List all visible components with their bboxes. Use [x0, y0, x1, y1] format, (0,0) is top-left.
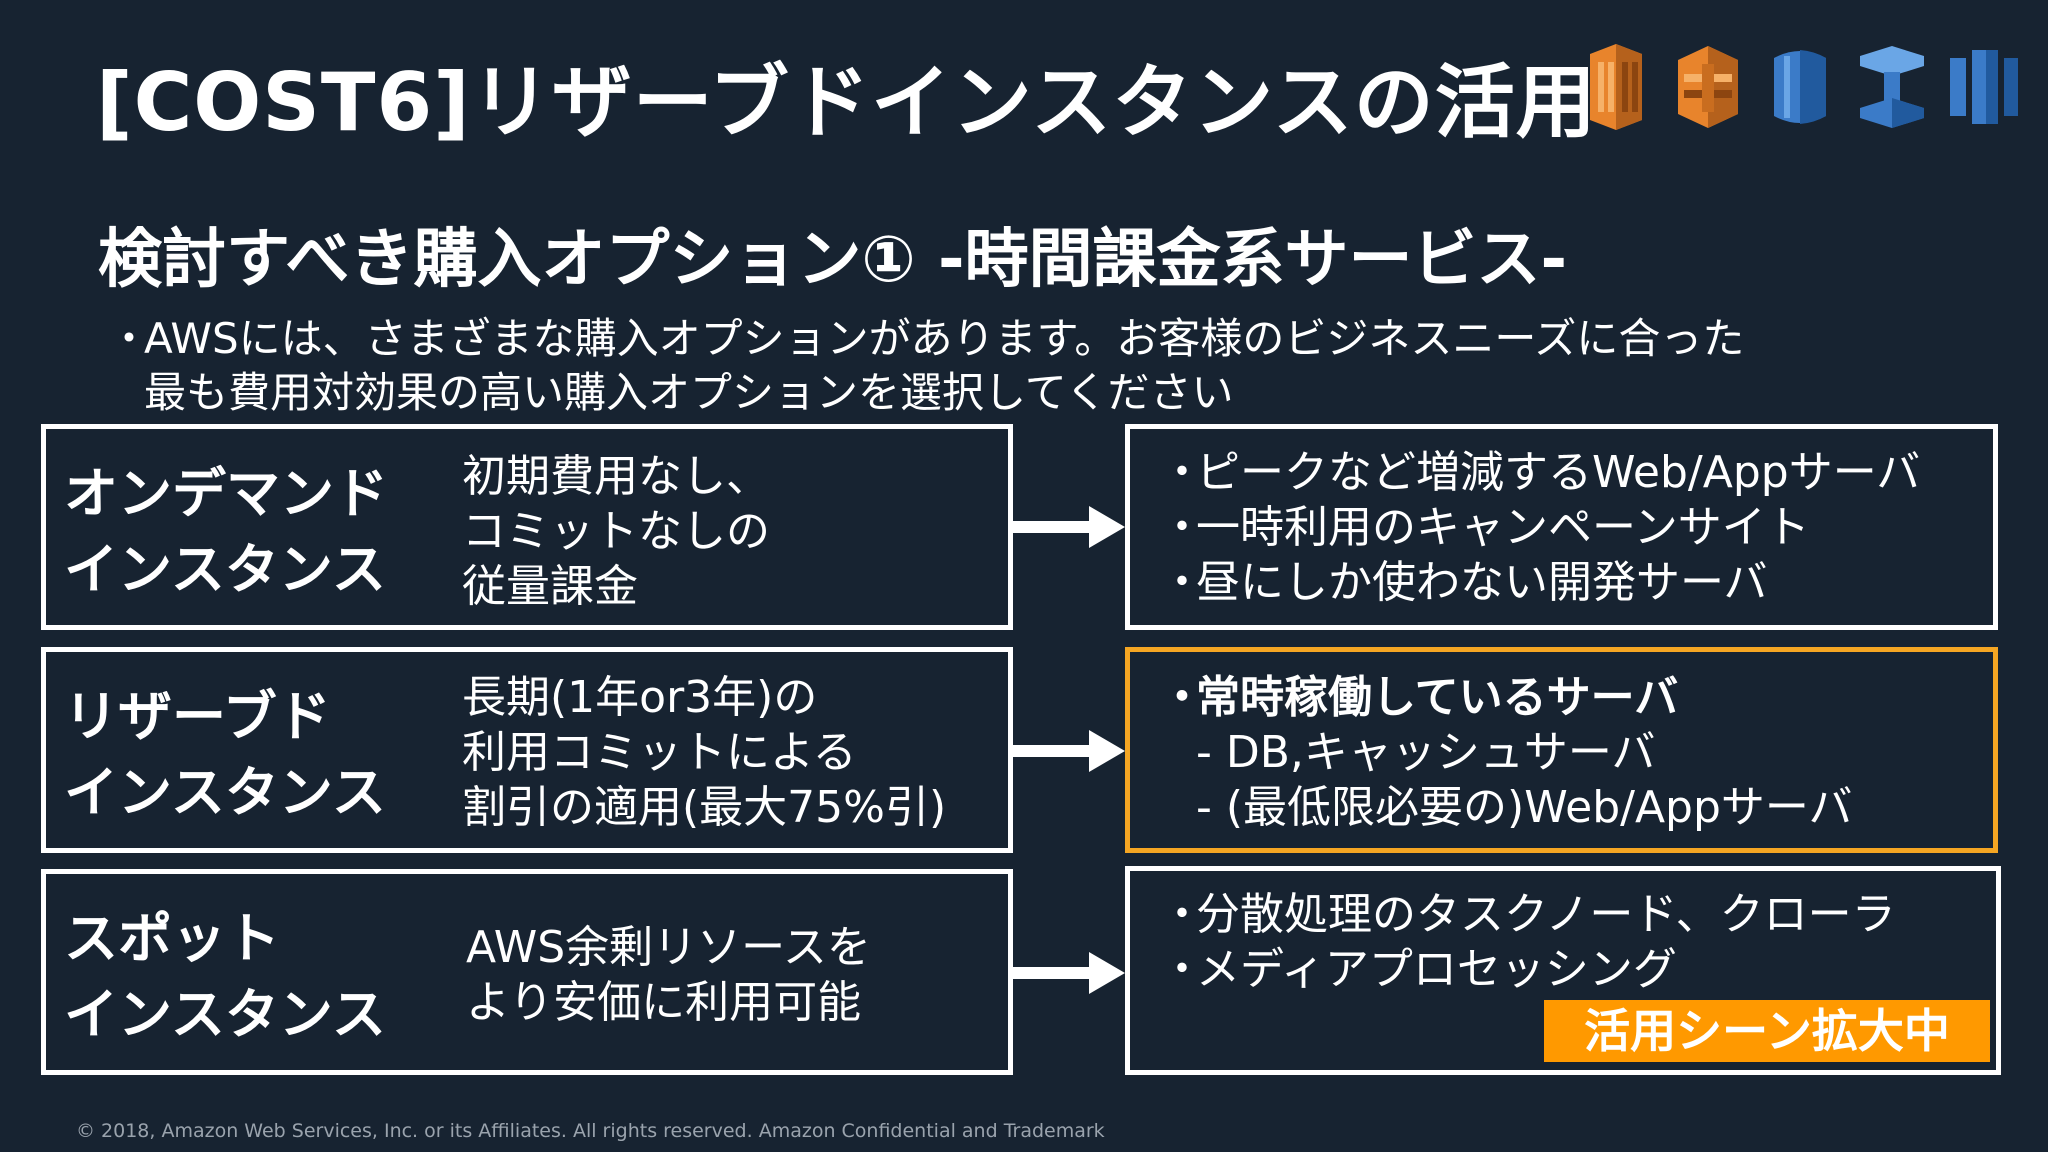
use-case-list: ピークなど増減するWeb/Appサーバ 一時利用のキャンペーンサイト 昼にしか使… [1160, 445, 1920, 610]
slide-title: [COST6]リザーブドインスタンスの活用 [96, 56, 1597, 149]
option-desc-line: 長期(1年or3年)の [462, 672, 818, 723]
option-desc-line: 割引の適用(最大75%引) [462, 782, 947, 833]
use-case-item: メディアプロセッシング [1160, 942, 1896, 997]
option-name-line-1: オンデマンド [64, 462, 388, 525]
bullet: ・ [108, 314, 151, 363]
arrow-right-icon [1013, 506, 1125, 548]
use-case-box-spot: 分散処理のタスクノード、クローラ メディアプロセッシング 活用シーン拡大中 [1125, 866, 2001, 1075]
use-case-item: 常時稼働しているサーバ [1160, 670, 1852, 725]
expanding-use-badge: 活用シーン拡大中 [1544, 1000, 1990, 1062]
use-case-list: 分散処理のタスクノード、クローラ メディアプロセッシング [1160, 887, 1896, 997]
option-box-on-demand: オンデマンド インスタンス 初期費用なし、 コミットなしの 従量課金 [41, 424, 1013, 630]
use-case-subitem: - (最低限必要の)Web/Appサーバ [1196, 782, 1853, 833]
aws-service-icons [1580, 44, 2020, 134]
use-case-item: 分散処理のタスクノード、クローラ [1160, 887, 1896, 942]
option-description: 初期費用なし、 コミットなしの 従量課金 [462, 449, 770, 614]
option-desc-line: 利用コミットによる [462, 727, 857, 778]
use-case-item: 昼にしか使わない開発サーバ [1160, 555, 1920, 610]
option-box-spot: スポット インスタンス AWS余剰リソースを より安価に利用可能 [41, 869, 1013, 1075]
option-name: オンデマンド インスタンス [64, 456, 388, 608]
use-case-item: ピークなど増減するWeb/Appサーバ [1160, 445, 1920, 500]
option-description: 長期(1年or3年)の 利用コミットによる 割引の適用(最大75%引) [462, 670, 946, 835]
section-subtitle: 検討すべき購入オプション① -時間課金系サービス- [98, 223, 1568, 297]
option-description: AWS余剰リソースを より安価に利用可能 [466, 920, 871, 1030]
option-name: スポット インスタンス [64, 901, 386, 1053]
use-case-item: 一時利用のキャンペーンサイト [1160, 500, 1920, 555]
copyright-footer: © 2018, Amazon Web Services, Inc. or its… [76, 1120, 1105, 1142]
ec2-reserved-icon [1678, 46, 1738, 128]
option-name-line-2: インスタンス [64, 538, 386, 601]
intro-line-1: ・AWSには、さまざまな購入オプションがあります。お客様のビジネスニーズに合った [108, 312, 1744, 366]
option-name-line-1: スポット [64, 907, 280, 970]
use-case-box-reserved: 常時稼働しているサーバ - DB,キャッシュサーバ - (最低限必要の)Web/… [1125, 647, 1998, 853]
option-desc-line: コミットなしの [462, 506, 770, 557]
arrow-right-icon [1013, 952, 1125, 994]
use-case-box-on-demand: ピークなど増減するWeb/Appサーバ 一時利用のキャンペーンサイト 昼にしか使… [1125, 424, 1998, 630]
option-desc-line: 従量課金 [462, 561, 638, 612]
option-box-reserved: リザーブド インスタンス 長期(1年or3年)の 利用コミットによる 割引の適用… [41, 647, 1013, 853]
option-name-line-1: リザーブド [64, 685, 331, 748]
arrow-right-icon [1013, 730, 1125, 772]
use-case-list: 常時稼働しているサーバ - DB,キャッシュサーバ - (最低限必要の)Web/… [1160, 670, 1852, 835]
elasticache-icon [1950, 50, 2018, 124]
option-desc-line: AWS余剰リソースを [466, 922, 871, 973]
option-desc-line: より安価に利用可能 [466, 977, 862, 1028]
use-case-subitem: - DB,キャッシュサーバ [1196, 727, 1656, 778]
option-name-line-2: インスタンス [64, 983, 386, 1046]
ec2-instance-icon [1590, 44, 1642, 130]
option-name-line-2: インスタンス [64, 761, 386, 824]
option-desc-line: 初期費用なし、 [462, 451, 770, 502]
option-name: リザーブド インスタンス [64, 679, 386, 831]
intro-line-1-text: AWSには、さまざまな購入オプションがあります。お客様のビジネスニーズに合った [144, 314, 1745, 363]
dynamodb-icon [1860, 46, 1924, 128]
intro-text: ・AWSには、さまざまな購入オプションがあります。お客様のビジネスニーズに合った… [108, 312, 1744, 420]
rds-database-icon [1774, 50, 1826, 124]
intro-line-2: 最も費用対効果の高い購入オプションを選択してください [144, 368, 1234, 417]
